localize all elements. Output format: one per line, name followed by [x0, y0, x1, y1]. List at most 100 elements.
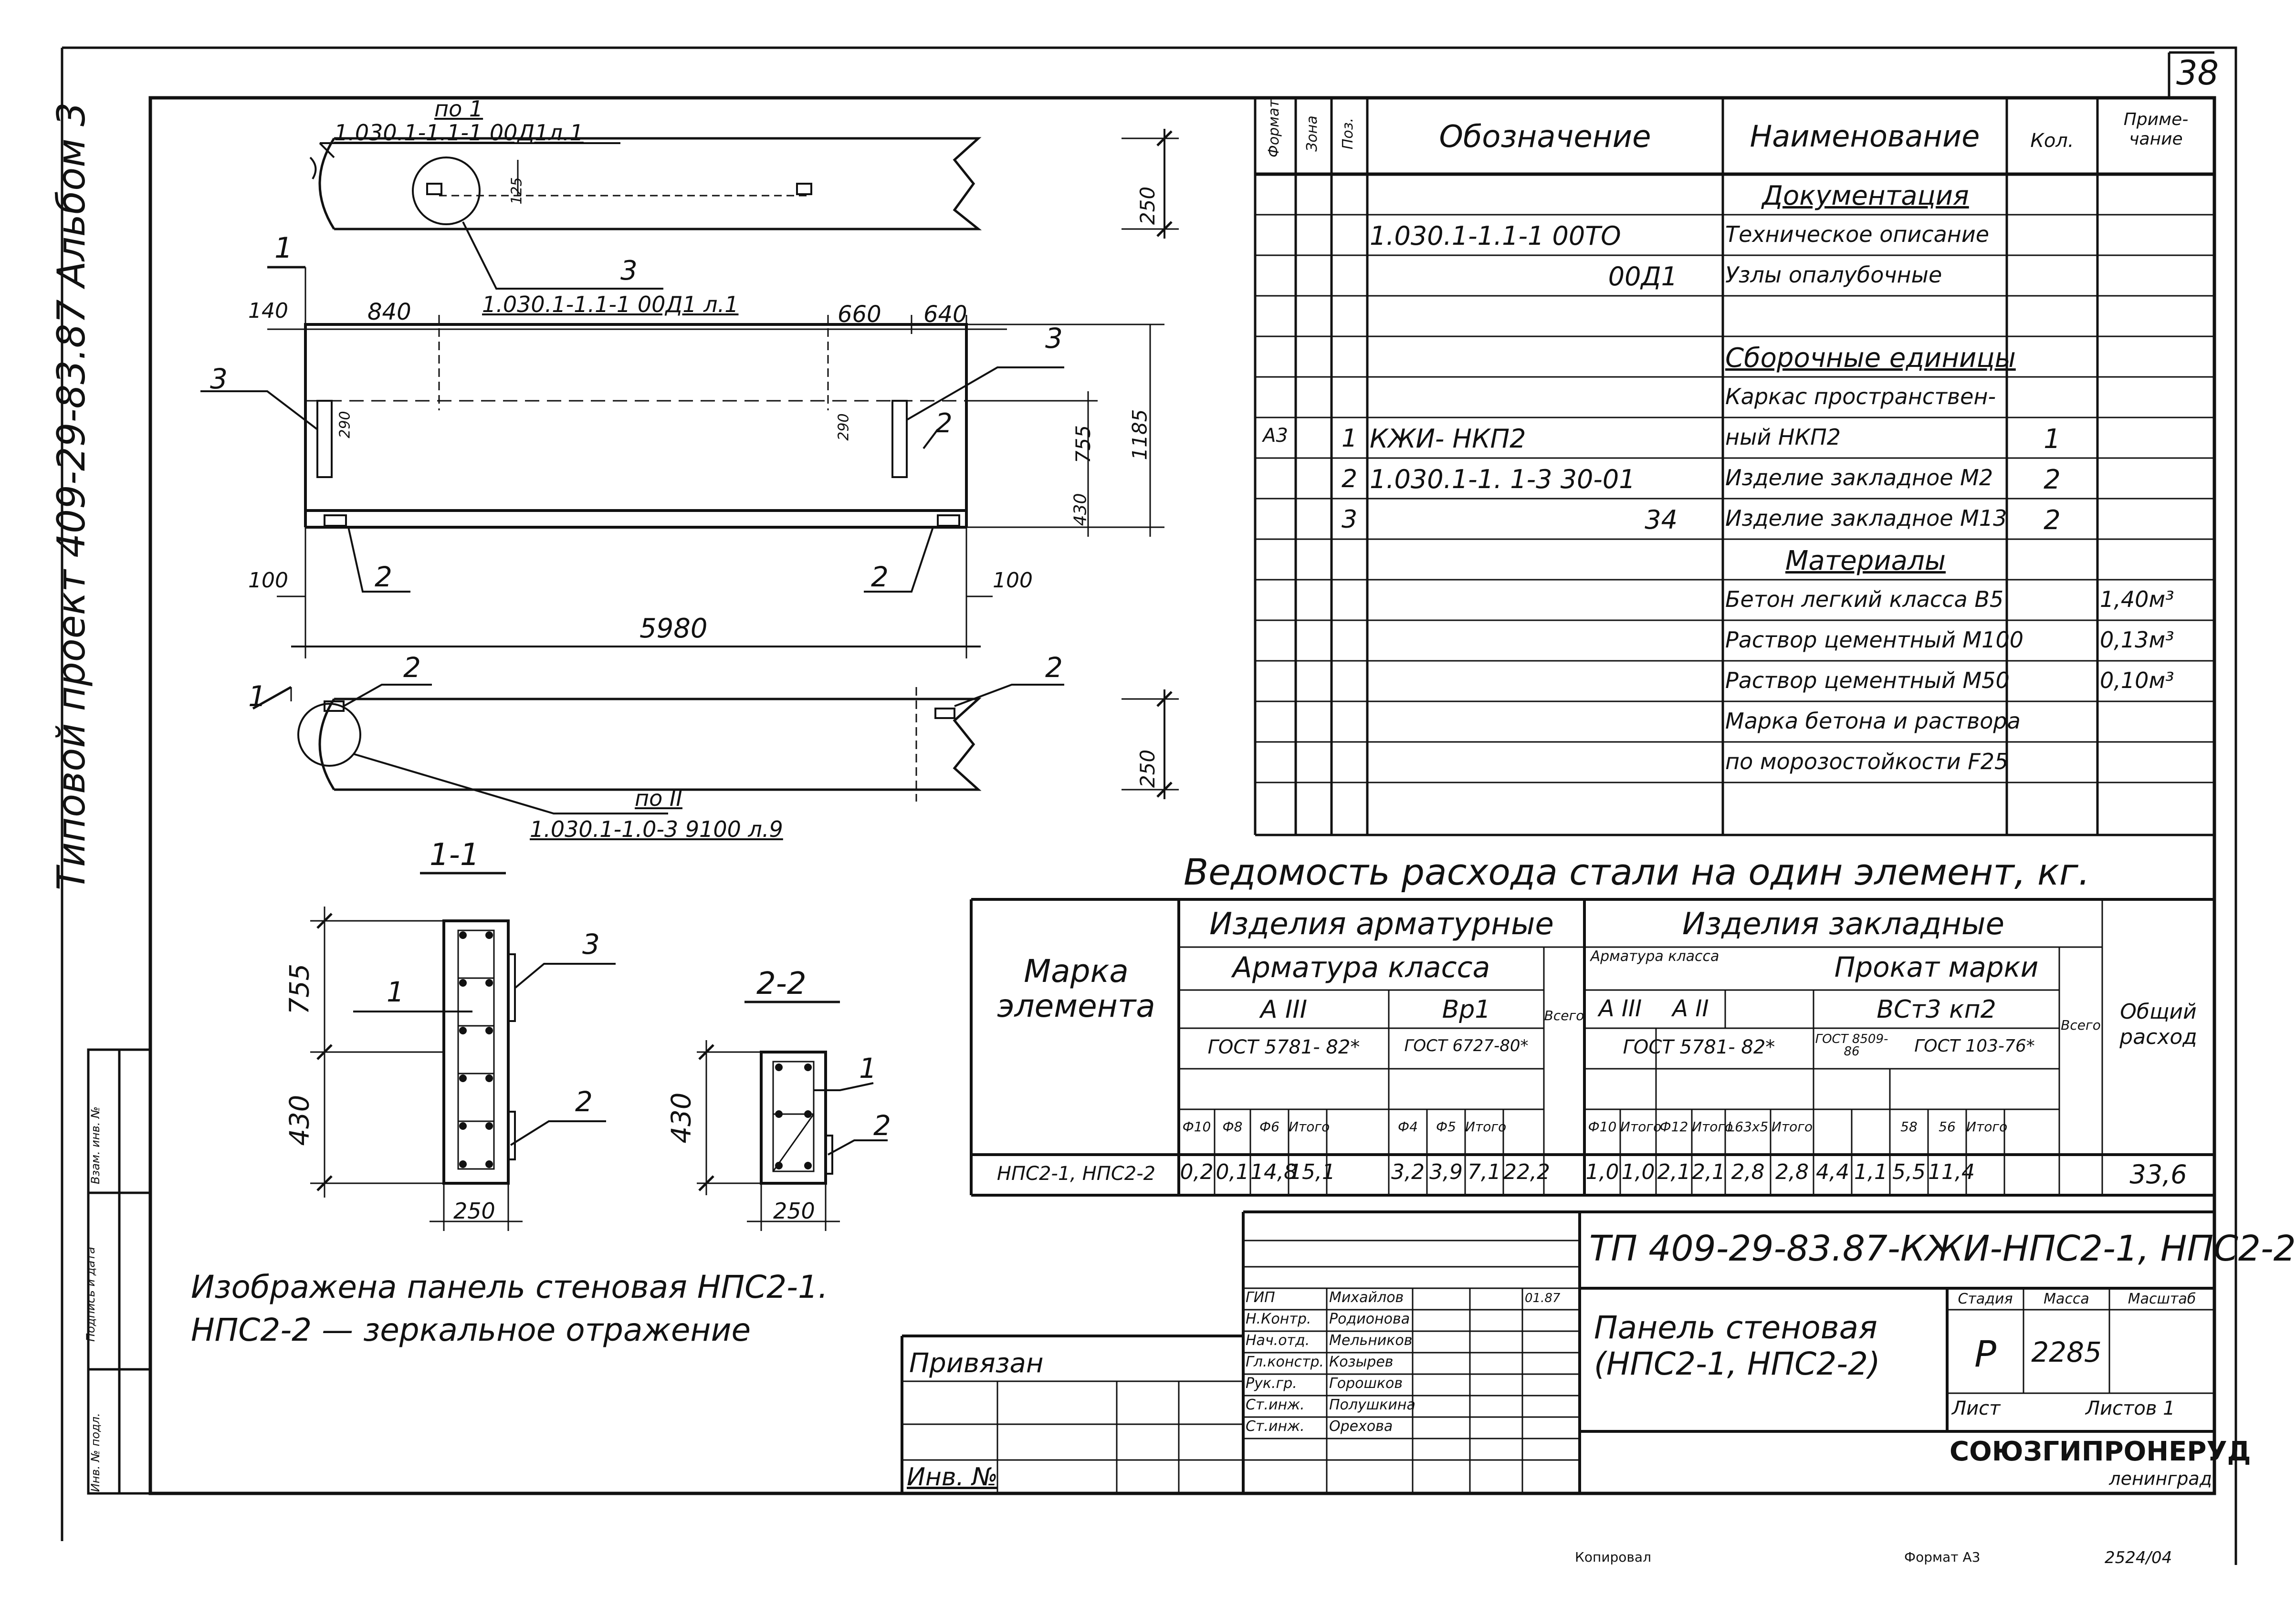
steel-value: 1,0 [1585, 1160, 1619, 1184]
front-dim-840: 840 [367, 299, 411, 325]
front-dim-5980: 5980 [640, 613, 708, 644]
bottom-ref-label: по II [635, 785, 682, 811]
spec-h-format: Формат [1266, 99, 1282, 157]
steel-subheader: Ф8 [1222, 1119, 1243, 1135]
mass-value: 2285 [2031, 1336, 2102, 1368]
doc-title: Панель стеновая (НПС2-1, НПС2-2) [1594, 1309, 1880, 1382]
steel-subheader: Итого [1289, 1119, 1330, 1135]
spec-cell-designation: 34 [1645, 505, 1677, 535]
note-line-2: НПС2-2 — зеркальное отражение [191, 1312, 751, 1348]
spec-h-zone: Зона [1304, 115, 1321, 152]
spec-cell-designation: 1.030.1-1. 1-3 30-01 [1370, 464, 1636, 494]
stamp-inv-label: Инв. № подл. [89, 1413, 102, 1492]
steel-value: 11,4 [1928, 1160, 1975, 1184]
steel-value: 7,1 [1468, 1160, 1501, 1184]
front-dim-100-right: 100 [993, 568, 1033, 593]
top-ref-code: 1.030.1-1.1-1 00Д1л.1 [334, 120, 584, 146]
steel-value: 1,0 [1621, 1160, 1655, 1184]
steel-subheader: Итого [1692, 1119, 1733, 1135]
s11-dim-755: 755 [284, 963, 315, 1015]
steel-value: 2,8 [1775, 1160, 1809, 1184]
steel-h-a2: А II [1672, 995, 1709, 1022]
spec-cell-name: Раствор цементный М50 [1725, 667, 2010, 693]
spec-cell-name: Техническое описание [1725, 221, 1990, 247]
role-label: Гл.констр. [1246, 1354, 1324, 1370]
steel-subheader: L63x5 [1727, 1119, 1769, 1135]
steel-h-total: Всего [1544, 1008, 1584, 1023]
spec-h-note: Приме-чание [2123, 110, 2189, 149]
spec-cell-designation: 1.030.1-1.1-1 00ТО [1370, 221, 1621, 251]
spec-cell-designation: КЖИ- НКП2 [1370, 424, 1526, 454]
steel-subheader: Итого [1966, 1119, 2008, 1135]
spec-h-qty: Кол. [2030, 130, 2074, 152]
s11-callout-1: 1 [387, 976, 404, 1008]
role-label: Н.Контр. [1246, 1311, 1311, 1327]
steel-subheader: Ф5 [1436, 1119, 1456, 1135]
top-callout-3: 3 [620, 255, 638, 286]
bottom-callout-2-left: 2 [403, 651, 421, 684]
person-name: Орехова [1329, 1418, 1393, 1435]
spec-cell-name: Каркас пространствен- [1725, 384, 1996, 409]
steel-table-title: Ведомость расхода стали на один элемент,… [1184, 851, 2090, 893]
spec-cell-note: 1,40м³ [2100, 586, 2174, 612]
steel-value: 1,1 [1854, 1160, 1887, 1184]
footer-format: Формат А3 [1904, 1549, 1981, 1565]
spec-cell-name: Документация [1762, 180, 1969, 211]
front-callout-2-bl: 2 [375, 561, 392, 593]
person-name: Горошков [1329, 1375, 1403, 1392]
s11-callout-3: 3 [582, 928, 600, 960]
spec-cell-name: Изделие закладное М2 [1725, 465, 1993, 490]
steel-value: 2,1 [1657, 1160, 1691, 1184]
spec-cell-name: Марка бетона и раствора [1725, 708, 2021, 734]
spec-h-name: Наименование [1750, 119, 1980, 154]
steel-value: 22,2 [1503, 1160, 1550, 1184]
person-name: Полушкина [1329, 1397, 1415, 1413]
steel-value: 5,5 [1892, 1160, 1926, 1184]
role-label: ГИП [1246, 1289, 1275, 1306]
spec-cell-pos: 1 [1341, 424, 1358, 453]
bottom-section-mark: 1 [248, 680, 267, 713]
bottom-callout-2-right: 2 [1045, 651, 1063, 684]
stage-label: Стадия [1958, 1291, 2013, 1307]
steel-value: 3,2 [1391, 1160, 1425, 1184]
stage-value: Р [1974, 1333, 1996, 1375]
doc-code: ТП 409-29-83.87-КЖИ-НПС2-1, НПС2-2 [1589, 1228, 2296, 1269]
org-city: ленинград [2109, 1468, 2212, 1489]
steel-h-a3b: А III [1598, 995, 1642, 1022]
front-dim-290-right: 290 [835, 413, 852, 441]
front-dim-660: 660 [838, 301, 881, 328]
spec-cell-qty: 1 [2044, 424, 2061, 455]
steel-value: 0,1 [1216, 1160, 1249, 1184]
role-label: Ст.инж. [1246, 1397, 1305, 1413]
footer-copied: Копировал [1575, 1549, 1651, 1565]
spec-cell-qty: 2 [2044, 505, 2061, 536]
spec-cell-name: Материалы [1785, 545, 1946, 576]
spec-cell-name: Сборочные единицы [1725, 343, 2016, 374]
steel-value: 2,8 [1731, 1160, 1765, 1184]
footer-number: 2524/04 [2105, 1548, 2172, 1567]
steel-value: 15,1 [1289, 1160, 1335, 1184]
steel-h-embedded-items: Изделия закладные [1682, 907, 2004, 942]
steel-value: 33,6 [2129, 1159, 2187, 1189]
bottom-dim-height: 250 [1136, 749, 1160, 788]
role-label: Рук.гр. [1246, 1375, 1297, 1392]
steel-h-gost-103: ГОСТ 103-76* [1914, 1036, 2035, 1056]
steel-h-a3: А III [1260, 995, 1308, 1024]
steel-subheader: Ф6 [1259, 1119, 1279, 1135]
steel-h-rolled: Прокат марки [1834, 951, 2039, 983]
spec-cell-qty: 2 [2044, 464, 2061, 495]
mass-label: Масса [2044, 1291, 2089, 1307]
stamp-replace-label: Взам. инв. № [89, 1106, 102, 1184]
steel-subheader: 58 [1900, 1119, 1918, 1135]
steel-subheader: 56 [1939, 1119, 1956, 1135]
steel-h-gost-6727: ГОСТ 6727-80* [1404, 1036, 1529, 1055]
spec-cell-format: А3 [1263, 425, 1288, 447]
steel-subheader: Итого [1465, 1119, 1507, 1135]
spec-cell-name: Бетон легкий класса В5 [1725, 586, 2004, 612]
front-dim-430: 430 [1070, 493, 1090, 526]
s11-callout-2: 2 [575, 1085, 593, 1118]
s22-dim-250: 250 [773, 1198, 815, 1224]
spec-cell-name: по морозостойкости F25 [1725, 749, 2009, 774]
side-title: Типовой проект 409-29-83.87 Альбом 3 [49, 102, 94, 890]
top-ref-label: по 1 [434, 96, 483, 122]
